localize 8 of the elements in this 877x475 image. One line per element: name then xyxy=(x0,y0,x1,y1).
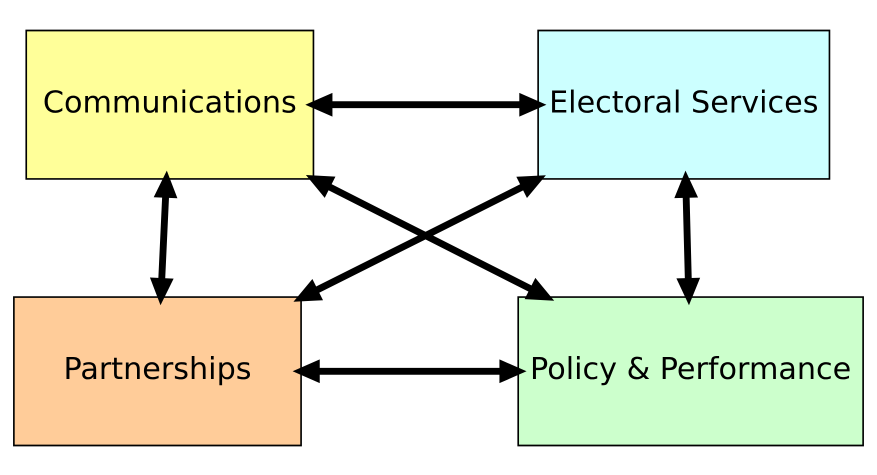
node-box: Policy & Performance xyxy=(517,296,864,446)
node-box: Electoral Services xyxy=(537,29,830,180)
arrow xyxy=(674,170,700,305)
arrow xyxy=(292,358,527,383)
node-box: Communications xyxy=(25,29,314,180)
arrow xyxy=(305,92,546,116)
node-box: Partnerships xyxy=(13,296,302,446)
arrow xyxy=(150,170,178,305)
